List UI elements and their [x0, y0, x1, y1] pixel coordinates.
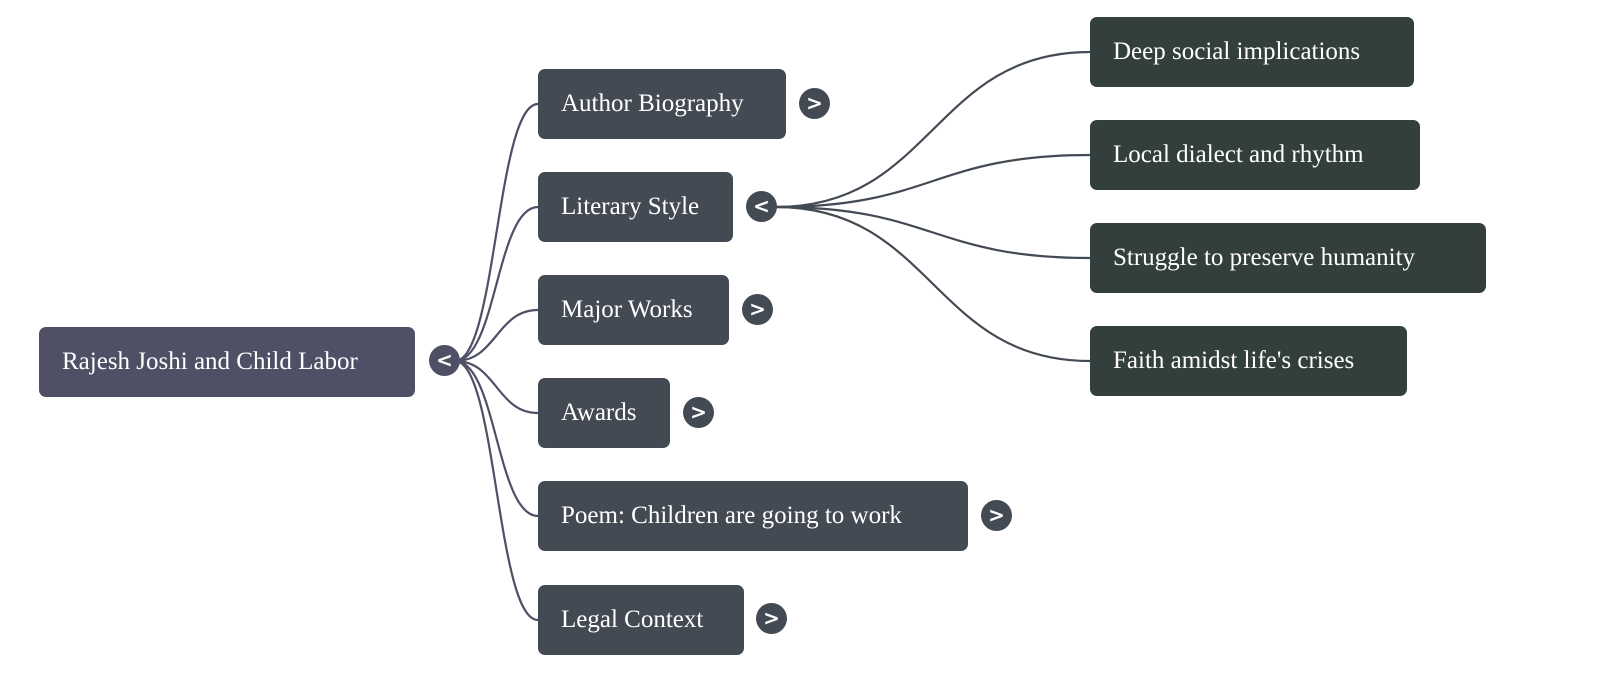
node-struggle-to-preserve-humanity[interactable]: Struggle to preserve humanity — [1090, 223, 1486, 293]
collapse-toggle-literary-style[interactable]: < — [746, 191, 777, 222]
chevron-right-icon: > — [988, 503, 1005, 527]
chevron-right-icon: > — [763, 606, 780, 630]
node-label: Legal Context — [561, 606, 704, 633]
chevron-left-icon: < — [753, 194, 770, 218]
node-local-dialect-and-rhythm[interactable]: Local dialect and rhythm — [1090, 120, 1420, 190]
connector-root-to-child-5 — [454, 359, 539, 622]
root-node-label: Rajesh Joshi and Child Labor — [62, 348, 358, 375]
node-author-biography[interactable]: Author Biography — [538, 69, 786, 139]
root-node[interactable]: Rajesh Joshi and Child Labor — [39, 327, 415, 397]
chevron-left-icon: < — [436, 348, 453, 372]
expand-toggle-major-works[interactable]: > — [742, 294, 773, 325]
node-label: Author Biography — [561, 90, 744, 117]
expand-toggle-author-biography[interactable]: > — [799, 88, 830, 119]
connector-root-to-child-3 — [454, 359, 539, 415]
node-faith-amidst-lifes-crises[interactable]: Faith amidst life's crises — [1090, 326, 1407, 396]
node-literary-style[interactable]: Literary Style — [538, 172, 733, 242]
connector-literary-style-to-child-0 — [775, 50, 1091, 209]
node-legal-context[interactable]: Legal Context — [538, 585, 744, 655]
node-label: Struggle to preserve humanity — [1113, 244, 1416, 271]
connector-root-to-child-2 — [454, 308, 539, 363]
node-poem-children-going-to-work[interactable]: Poem: Children are going to work — [538, 481, 968, 551]
node-label: Poem: Children are going to work — [561, 502, 902, 529]
node-label: Local dialect and rhythm — [1113, 141, 1364, 168]
node-awards[interactable]: Awards — [538, 378, 670, 448]
chevron-right-icon: > — [749, 297, 766, 321]
connector-root-to-child-4 — [454, 359, 539, 518]
node-deep-social-implications[interactable]: Deep social implications — [1090, 17, 1414, 87]
connector-literary-style-to-child-3 — [775, 205, 1091, 363]
expand-toggle-poem[interactable]: > — [981, 500, 1012, 531]
chevron-right-icon: > — [690, 400, 707, 424]
root-collapse-toggle[interactable]: < — [429, 345, 460, 376]
node-label: Major Works — [561, 296, 693, 323]
node-label: Literary Style — [561, 193, 700, 220]
node-label: Faith amidst life's crises — [1113, 347, 1355, 374]
expand-toggle-legal-context[interactable]: > — [756, 603, 787, 634]
connector-root-to-child-1 — [454, 205, 539, 363]
node-label: Awards — [561, 399, 637, 426]
connector-literary-style-to-child-1 — [775, 153, 1091, 209]
node-label: Deep social implications — [1113, 38, 1361, 65]
node-major-works[interactable]: Major Works — [538, 275, 729, 345]
connector-root-to-child-0 — [454, 102, 539, 363]
chevron-right-icon: > — [806, 91, 823, 115]
connector-literary-style-to-child-2 — [775, 205, 1091, 260]
expand-toggle-awards[interactable]: > — [683, 397, 714, 428]
